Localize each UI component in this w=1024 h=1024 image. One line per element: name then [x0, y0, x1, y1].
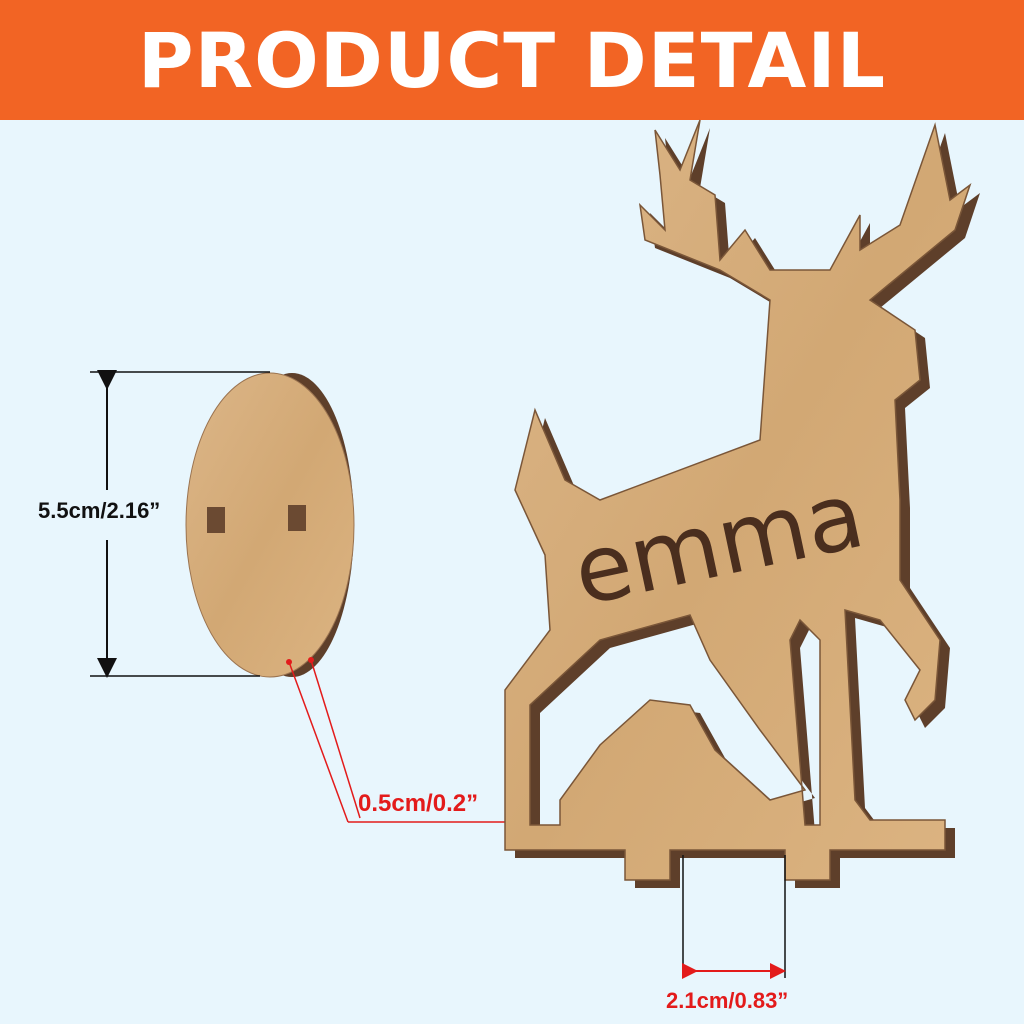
round-base-disc	[185, 372, 355, 678]
disc-height-dimension	[90, 370, 270, 678]
slot-right	[288, 505, 306, 531]
thickness-dimension	[286, 657, 520, 823]
deer-stake: emma	[504, 119, 980, 888]
disc-height-label: 5.5cm/2.16”	[38, 498, 161, 523]
stake-width-label: 2.1cm/0.83”	[666, 988, 789, 1013]
thickness-label: 0.5cm/0.2”	[358, 790, 479, 817]
slot-left	[207, 507, 225, 533]
header-banner: PRODUCT DETAIL	[0, 0, 1024, 120]
page-title: PRODUCT DETAIL	[137, 15, 887, 105]
stake-width-dimension	[682, 855, 786, 979]
